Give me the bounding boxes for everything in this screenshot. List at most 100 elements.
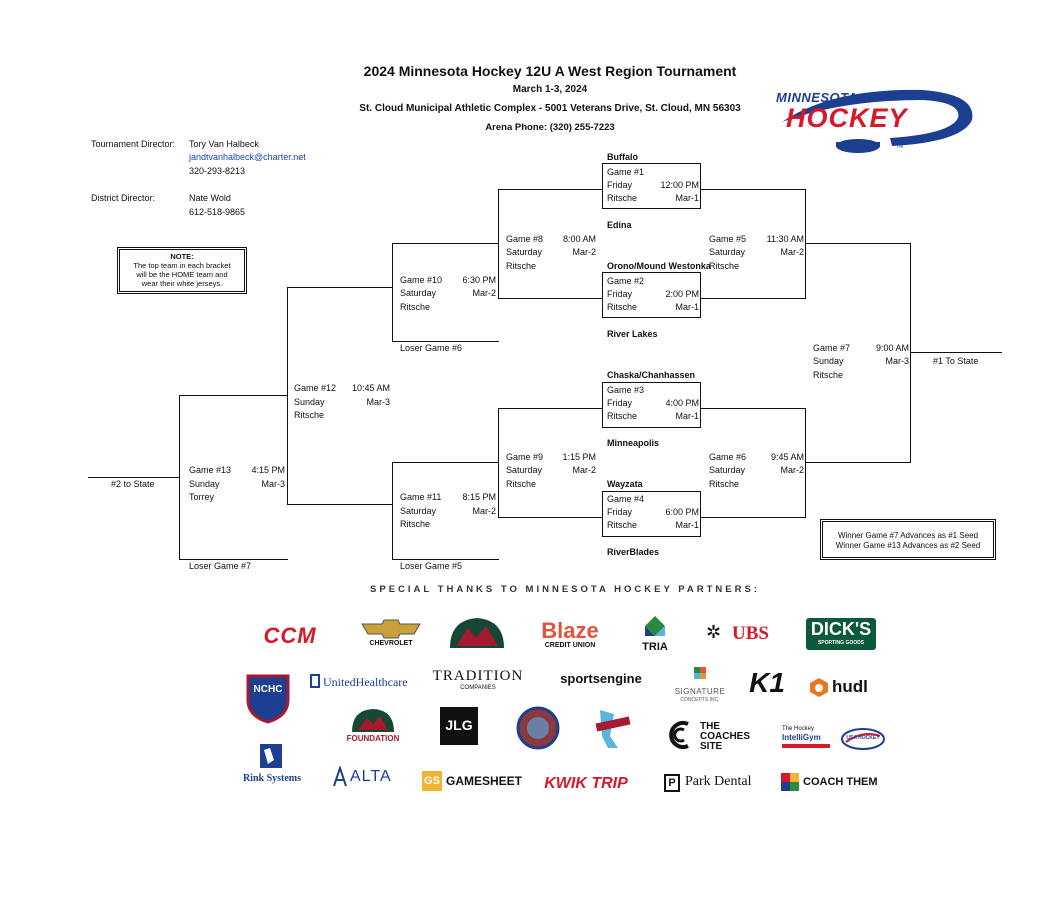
game-4-rink: Ritsche bbox=[607, 520, 638, 530]
bracket-line bbox=[287, 287, 393, 288]
team-river-lakes: River Lakes bbox=[607, 329, 658, 339]
hudl-text: hudl bbox=[832, 677, 868, 696]
game-11-label: Game #11 bbox=[400, 492, 442, 502]
team-orono-mound-westonka: Orono/Mound Westonka bbox=[607, 261, 711, 271]
game-13-day: Sunday bbox=[189, 479, 220, 489]
park-dental-logo: P Park Dental bbox=[664, 772, 756, 796]
team-wayzata: Wayzata bbox=[607, 479, 643, 489]
team-edina: Edina bbox=[607, 220, 632, 230]
game-6-rink: Ritsche bbox=[709, 479, 740, 489]
game-10-date: Mar-2 bbox=[472, 288, 496, 298]
alta-text: ALTA bbox=[350, 768, 392, 785]
ubs-logo: ✲ UBS bbox=[706, 620, 782, 648]
gamesheet-logo: GS GAMESHEET bbox=[422, 770, 522, 794]
game-8-day: Saturday bbox=[506, 247, 543, 257]
game-3-rink: Ritsche bbox=[607, 411, 638, 421]
coach-them-text: COACH THEM bbox=[803, 776, 878, 788]
game-11-day: Saturday bbox=[400, 506, 437, 516]
bracket-line bbox=[498, 408, 499, 518]
note-box: NOTE: The top team in each bracket will … bbox=[117, 247, 247, 294]
note-line-3: wear their white jerseys. bbox=[141, 279, 223, 288]
wild-foundation-text: FOUNDATION bbox=[346, 734, 400, 743]
coach-them-logo: COACH THEM bbox=[780, 772, 880, 796]
usa-hockey-text: USA HOCKEY bbox=[846, 735, 880, 741]
uhc-icon bbox=[310, 674, 320, 688]
signature-concepts-logo: SIGNATURE CONCEPTS INC. bbox=[670, 665, 730, 707]
tradition-sub-text: COMPANIES bbox=[460, 685, 496, 691]
sportsengine-logo: sportsengine bbox=[560, 670, 642, 686]
hockey-emblem-logo bbox=[516, 706, 560, 750]
wild-text: MINNESOTA WILD bbox=[455, 614, 499, 620]
logo-minnesota-text: MINNESOTA bbox=[776, 90, 858, 105]
intelligym-line-2: IntelliGym bbox=[782, 733, 821, 742]
gamesheet-icon: GS bbox=[422, 771, 442, 791]
signature-text: SIGNATURE bbox=[674, 687, 726, 696]
game-4-label: Game #4 bbox=[607, 494, 645, 504]
bracket-line bbox=[701, 189, 805, 190]
chevrolet-text: CHEVROLET bbox=[369, 640, 413, 647]
hockey-intelligym-logo: The Hockey IntelliGym bbox=[782, 724, 838, 754]
game-1-box bbox=[602, 163, 701, 209]
game-4-day: Friday bbox=[607, 507, 633, 517]
game-11-date: Mar-2 bbox=[472, 506, 496, 516]
game-2-rink: Ritsche bbox=[607, 302, 638, 312]
bracket-line bbox=[805, 462, 911, 463]
jlg-logo: JLG bbox=[440, 707, 478, 745]
tradition-companies-logo: TRADITION COMPANIES bbox=[426, 668, 530, 696]
alta-logo: ALTA bbox=[332, 764, 396, 790]
game-1-rink: Ritsche bbox=[607, 193, 638, 203]
bracket-line bbox=[910, 352, 1002, 353]
game-5-date: Mar-2 bbox=[780, 247, 804, 257]
signature-sub-text: CONCEPTS INC. bbox=[680, 697, 720, 703]
jlg-text: JLG bbox=[445, 717, 473, 733]
game-1-label: Game #1 bbox=[607, 167, 645, 177]
dicks-sub-text: SPORTING GOODS bbox=[817, 640, 865, 646]
arena-phone: Arena Phone: (320) 255-7223 bbox=[485, 122, 615, 133]
game-5-day: Saturday bbox=[709, 247, 746, 257]
ubs-keys-icon: ✲ bbox=[706, 622, 722, 642]
tournament-director-email-link[interactable]: jandtvanhalbeck@charter.net bbox=[189, 152, 306, 162]
game-13-rink: Torrey bbox=[189, 492, 215, 502]
game-2-label: Game #2 bbox=[607, 276, 645, 286]
bracket-line bbox=[392, 559, 499, 560]
coaches-site-line-3: SITE bbox=[700, 741, 723, 752]
systems-text: Systems bbox=[266, 773, 302, 784]
game-3-date: Mar-1 bbox=[675, 411, 699, 421]
bracket-line bbox=[498, 298, 602, 299]
bracket-line bbox=[805, 243, 911, 244]
note-line-2: will be the HOME team and bbox=[136, 270, 228, 279]
sponsors-heading: SPECIAL THANKS TO MINNESOTA HOCKEY PARTN… bbox=[370, 584, 760, 595]
tournament-dates: March 1-3, 2024 bbox=[512, 84, 588, 95]
to-state-1: #1 To State bbox=[933, 356, 979, 366]
game-9-date: Mar-2 bbox=[572, 465, 596, 475]
hockey-player-logo bbox=[590, 706, 636, 752]
loser-game-5: Loser Game #5 bbox=[400, 561, 463, 571]
note-heading: NOTE: bbox=[170, 252, 194, 261]
chevrolet-logo: CHEVROLET bbox=[356, 618, 426, 654]
dicks-text: DICK'S bbox=[810, 619, 872, 639]
note-line-1: The top team in each bracket bbox=[133, 261, 231, 270]
game-12-label: Game #12 bbox=[294, 383, 337, 393]
coaches-site-line-1: THE bbox=[700, 721, 720, 732]
park-dental-text: Park Dental bbox=[685, 774, 752, 789]
game-1-date: Mar-1 bbox=[675, 193, 699, 203]
k1-logo: K1 bbox=[749, 667, 785, 698]
game-7-time: 9:00 AM bbox=[875, 343, 909, 353]
gamesheet-text: GAMESHEET bbox=[446, 774, 523, 788]
tournament-venue: St. Cloud Municipal Athletic Complex - 5… bbox=[359, 103, 741, 114]
game-7-rink: Ritsche bbox=[813, 370, 844, 380]
game-10-time: 6:30 PM bbox=[462, 275, 496, 285]
tria-logo: TRIA bbox=[632, 614, 678, 656]
game-8-date: Mar-2 bbox=[572, 247, 596, 257]
game-9-day: Saturday bbox=[506, 465, 543, 475]
game-8-time: 8:00 AM bbox=[562, 234, 596, 244]
intelligym-line-1: The Hockey bbox=[782, 726, 815, 732]
game-3-box bbox=[602, 382, 701, 428]
game-6-date: Mar-2 bbox=[780, 465, 804, 475]
page-title: 2024 Minnesota Hockey 12U A West Region … bbox=[363, 63, 737, 79]
rink-text: Rink bbox=[242, 773, 265, 784]
game-2-date: Mar-1 bbox=[675, 302, 699, 312]
ubs-text: UBS bbox=[732, 623, 769, 644]
game-13-label: Game #13 bbox=[189, 465, 232, 475]
seed-advancement-box: Winner Game #7 Advances as #1 Seed Winne… bbox=[820, 519, 996, 560]
